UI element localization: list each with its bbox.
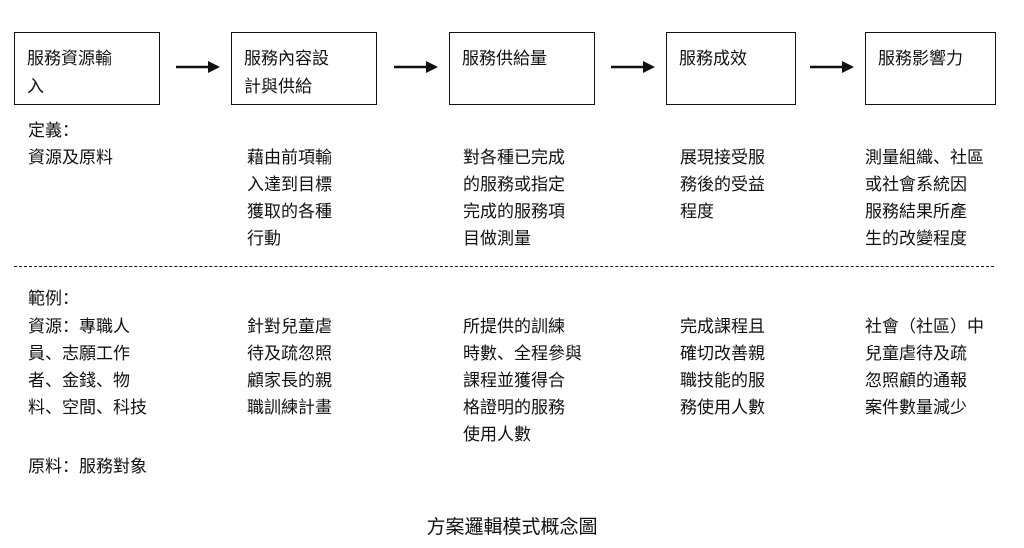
definition-label: 定義： (28, 121, 79, 141)
example-outputs: 所提供的訓練 時數、全程參與 課程並獲得合 格證明的服務 使用人數 (463, 317, 582, 445)
definition-outcomes: 展現接受服 務後的受益 程度 (680, 148, 765, 222)
box-service-design-delivery: 服務內容設 計與供給 (231, 32, 377, 105)
box-service-output: 服務供給量 (449, 32, 595, 105)
definition-activities: 藉由前項輸 入達到目標 獲取的各種 行動 (247, 148, 332, 249)
arrow-right-icon (810, 61, 854, 73)
box-service-outcome: 服務成效 (666, 32, 796, 105)
example-label: 範例： (28, 289, 79, 309)
definition-impact: 測量組織、社區 或社會系統因 服務結果所產 生的改變程度 (865, 148, 984, 249)
box-service-resource-input: 服務資源輸 入 (14, 32, 160, 105)
arrow-right-icon (611, 61, 655, 73)
box-service-impact: 服務影響力 (865, 32, 996, 105)
definition-outputs: 對各種已完成 的服務或指定 完成的服務項 目做測量 (463, 148, 565, 249)
example-outcomes: 完成課程且 確切改善親 職技能的服 務使用人數 (680, 317, 765, 418)
arrow-right-icon (394, 61, 438, 73)
example-activities: 針對兒童虐 待及疏忽照 顧家長的親 職訓練計畫 (247, 317, 332, 418)
example-raw-material: 原料：服務對象 (28, 457, 147, 477)
arrow-right-icon (176, 61, 220, 73)
dashed-divider (14, 266, 994, 267)
definition-resources: 資源及原料 (28, 148, 113, 168)
example-impact: 社會（社區）中 兒童虐待及疏 忽照顧的通報 案件數量減少 (865, 317, 984, 418)
example-resources: 資源：專職人 員、志願工作 者、金錢、物 料、空間、科技 (28, 317, 147, 418)
figure-caption: 方案邏輯模式概念圖 (426, 516, 598, 538)
